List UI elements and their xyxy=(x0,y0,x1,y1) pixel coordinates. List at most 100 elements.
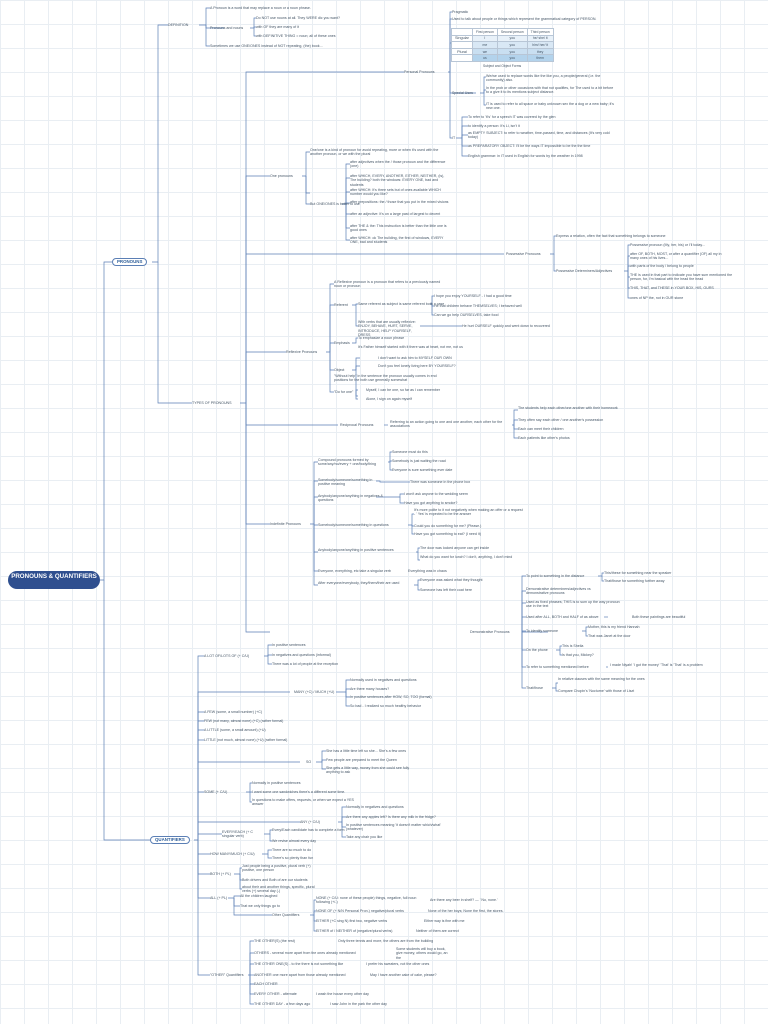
node-ref-b1a[interactable]: It's Father himself started with it ther… xyxy=(358,345,463,349)
node-def-b2[interactable]: with OF they are many of it xyxy=(256,25,299,29)
node-all1[interactable]: All the children laughed xyxy=(240,894,278,898)
node-some3[interactable]: In questions to make offers, requests, o… xyxy=(252,798,354,807)
node-dem-g1[interactable]: I made Niyah! 'I got the money' 'That' i… xyxy=(610,663,703,667)
node-ind-f[interactable]: After everyone/everybody, they/them/thei… xyxy=(318,581,400,585)
node-ot2a[interactable]: Some students will buy a book, give mone… xyxy=(396,947,448,960)
node-oa1[interactable]: after adjectives when the / those pronou… xyxy=(350,160,446,169)
node-dem-f[interactable]: On the phone xyxy=(526,648,548,652)
node-rec1[interactable]: The students help each other/one another… xyxy=(518,406,618,410)
node-any1[interactable]: Normally in negatives and questions xyxy=(346,805,404,809)
node-dem-e2[interactable]: That was Janet at the door xyxy=(588,634,631,638)
node-oq1a[interactable]: Are there any beer in shelf? — ' No, non… xyxy=(430,898,498,902)
node-dem-f2[interactable]: Is that you, Mickey? xyxy=(562,653,594,657)
node-ind-b[interactable]: Anybody/anyone/anything in negatives & q… xyxy=(318,494,383,503)
node-su3[interactable]: IT is used to refer to all space or baby… xyxy=(486,102,614,111)
node-rec4[interactable]: Each patients like other's photos xyxy=(518,436,570,440)
node-al3[interactable]: There was a lot of people at the recepti… xyxy=(272,662,339,666)
node-def-b3[interactable]: with DEFINITIVE THING = noun; all of the… xyxy=(256,34,336,38)
node-ind-f1[interactable]: Everyone was asked what they thought xyxy=(420,578,483,582)
node-it1[interactable]: To refer to 'it's' for a speech IT was c… xyxy=(468,115,556,119)
node-every[interactable]: EVERY/EACH (+ C singular verb) xyxy=(222,830,253,839)
section-quantifiers[interactable]: QUANTIFIERS xyxy=(150,836,190,844)
node-it2[interactable]: to identify a person: It's Li, isn't it xyxy=(468,124,520,128)
node-oa-def[interactable]: One/one is a kind of pronoun for avoid r… xyxy=(310,148,439,157)
node-b1[interactable]: Just people being a positive, plural ver… xyxy=(242,864,311,873)
node-a-lot[interactable]: A LOT OF/LOTS OF (+ C/U) xyxy=(204,654,250,658)
node-dem-h2[interactable]: Compare Chopin's 'Nocturne' with those o… xyxy=(558,689,635,693)
node-ot5[interactable]: EACH OTHER xyxy=(254,982,278,986)
node-types[interactable]: TYPES OF PRONOUNS xyxy=(192,401,232,405)
node-ind-def3[interactable]: Everyone is sure something ever date xyxy=(392,468,453,472)
node-dem-h1[interactable]: In relative clauses with the same meanin… xyxy=(558,677,645,681)
node-definition[interactable]: DEFINITION xyxy=(168,23,189,27)
node-poss-def[interactable]: Express a relation, often the fact that … xyxy=(556,234,666,238)
node-ot7a[interactable]: I saw John in the park the other day xyxy=(330,1002,387,1006)
node-dem-a2[interactable]: That/those for something further away xyxy=(604,579,665,583)
node-ot4[interactable]: ANOTHER one more apart from those alread… xyxy=(254,973,346,977)
node-oa3[interactable]: after WHICH: It's three sets but of ones… xyxy=(350,188,441,197)
node-b3[interactable]: about their and another things, specific… xyxy=(242,885,315,894)
node-dem-c[interactable]: Used as fixed phrases; THIS is to sum up… xyxy=(526,600,620,609)
node-ref-a1c[interactable]: Can we go help OURSELVES, take food xyxy=(434,313,499,317)
node-ind-def2[interactable]: Somebody is just waiting the road xyxy=(392,459,446,463)
node-it4[interactable]: as PREPARATORY OBJECT: I'll be the ways … xyxy=(468,144,591,148)
node-ref-a1b[interactable]: He that children behave THEMSELVES; I be… xyxy=(434,304,522,308)
node-ind-d2[interactable]: What do you want for lunch? I don't, any… xyxy=(420,555,513,559)
node-so[interactable]: SO xyxy=(306,760,312,764)
node-ind-d[interactable]: Anybody/anyone/anything in positive sent… xyxy=(318,548,394,552)
node-so2[interactable]: Few people are prepared to meet the Quee… xyxy=(326,758,397,762)
node-ref-def[interactable]: A Reflexive pronoun is a pronoun that re… xyxy=(334,280,441,289)
node-ref-a2a[interactable]: He hurt OURSELF quickly and went down to… xyxy=(462,324,550,328)
node-oa7[interactable]: after WHICH: ok The building, the first … xyxy=(350,236,444,245)
node-b2[interactable]: Both drivers and Both of are our student… xyxy=(242,878,308,882)
node-indefinite[interactable]: Indefinite Pronouns xyxy=(270,522,301,526)
node-ot7[interactable]: THE OTHER DAY - a few days ago xyxy=(254,1002,311,1006)
node-ref-a[interactable]: Referent xyxy=(334,303,348,307)
node-all[interactable]: ALL (+ PL) xyxy=(210,896,228,900)
node-a-little[interactable]: A LITTLE (some, a small amount) (+U) xyxy=(204,728,266,732)
node-ind-b2[interactable]: Have you got anything to smoke? xyxy=(404,501,458,505)
node-ref-a1[interactable]: Same referent as subject is same referen… xyxy=(358,302,445,306)
node-ind-def[interactable]: Compound pronouns formed by some/any/no/… xyxy=(318,458,377,467)
node-dem-a1[interactable]: This/these for something near the speake… xyxy=(604,571,672,575)
node-oq1[interactable]: NONE (+ C/U: none of these people) thing… xyxy=(316,896,417,905)
node-ind-e1[interactable]: Everything was in chaos xyxy=(408,569,447,573)
node-def-c[interactable]: Sometimes we use ONE/ONES instead of NOT… xyxy=(210,44,323,48)
node-oa4[interactable]: after prepositions: the / those that you… xyxy=(350,200,449,204)
node-def-b1[interactable]: Do NOT use nouns at all. They WERE dic y… xyxy=(256,16,340,20)
node-much-many[interactable]: MANY (+C) / MUCH (+U) xyxy=(294,690,335,694)
node-poss-vs[interactable]: Possessive Determiners/Adjectives xyxy=(556,269,613,273)
node-personal-top[interactable]: Pragmatic xyxy=(452,10,469,14)
node-ev1[interactable]: Every/Each candidate has to complete a f… xyxy=(272,828,345,832)
node-reciprocal[interactable]: Reciprocal Pronouns xyxy=(340,423,374,427)
node-ind-c3[interactable]: Have you got something to eat? (I need i… xyxy=(414,532,481,536)
node-ev2[interactable]: We revise almost every day xyxy=(272,839,317,843)
node-hm2[interactable]: There's so plenty than fun xyxy=(272,856,314,860)
node-ind-c2[interactable]: Could you do something for me? (Please.) xyxy=(414,524,482,528)
node-dem-e[interactable]: To identify someone xyxy=(526,629,558,633)
node-one-pronouns[interactable]: One pronouns xyxy=(270,174,293,178)
node-al2[interactable]: In negatives and questions (informal) xyxy=(272,653,331,657)
node-ref-b[interactable]: Emphasis xyxy=(334,341,350,345)
node-ref-a1a[interactable]: I hope you enjoy YOURSELF - I had a good… xyxy=(434,294,512,298)
node-mm1[interactable]: Normally used in negatives and questions xyxy=(350,678,417,682)
node-ot4a[interactable]: May I have another cake of cake, please? xyxy=(370,973,437,977)
node-some1[interactable]: Normally in positive sentences xyxy=(252,781,301,785)
node-dem-d[interactable]: Used after ALL, BOTH and HALF of as abov… xyxy=(526,615,599,619)
node-ot2[interactable]: OTHERS - several more apart from the one… xyxy=(254,951,356,955)
node-mm4[interactable]: So bad - I realized so much healthy beha… xyxy=(350,704,422,708)
node-it3[interactable]: as EMPTY SUBJECT: to refer to weather, t… xyxy=(468,131,610,140)
node-dem-f1[interactable]: This is Sheila xyxy=(562,644,584,648)
node-ot1[interactable]: THE OTHER(S) (the rest) xyxy=(254,939,295,943)
node-dem-g[interactable]: To refer to something mentioned before xyxy=(526,665,589,669)
node-any[interactable]: ANY (+ C/U) xyxy=(300,820,321,824)
node-mm3[interactable]: In positive sentences after HOW, SO, TOO… xyxy=(350,695,432,699)
node-some2[interactable]: I want some one sandwiches there's a dif… xyxy=(252,790,346,794)
node-pv3[interactable]: with parts of the body / belong to peopl… xyxy=(630,264,694,268)
node-it5[interactable]: English grammar: in IT used in English f… xyxy=(468,154,583,158)
node-some[interactable]: SOME (+ C/U) xyxy=(204,790,228,794)
node-ind-e[interactable]: Everyone, everything, etc take a singula… xyxy=(318,569,391,573)
node-pv1[interactable]: Possessive pronoun (My, her, his) or I'l… xyxy=(630,243,705,247)
node-oq3[interactable]: EITHER (+C sing N) first two, negative v… xyxy=(316,919,388,923)
node-other[interactable]: "OTHER" Quantifiers xyxy=(210,973,244,977)
